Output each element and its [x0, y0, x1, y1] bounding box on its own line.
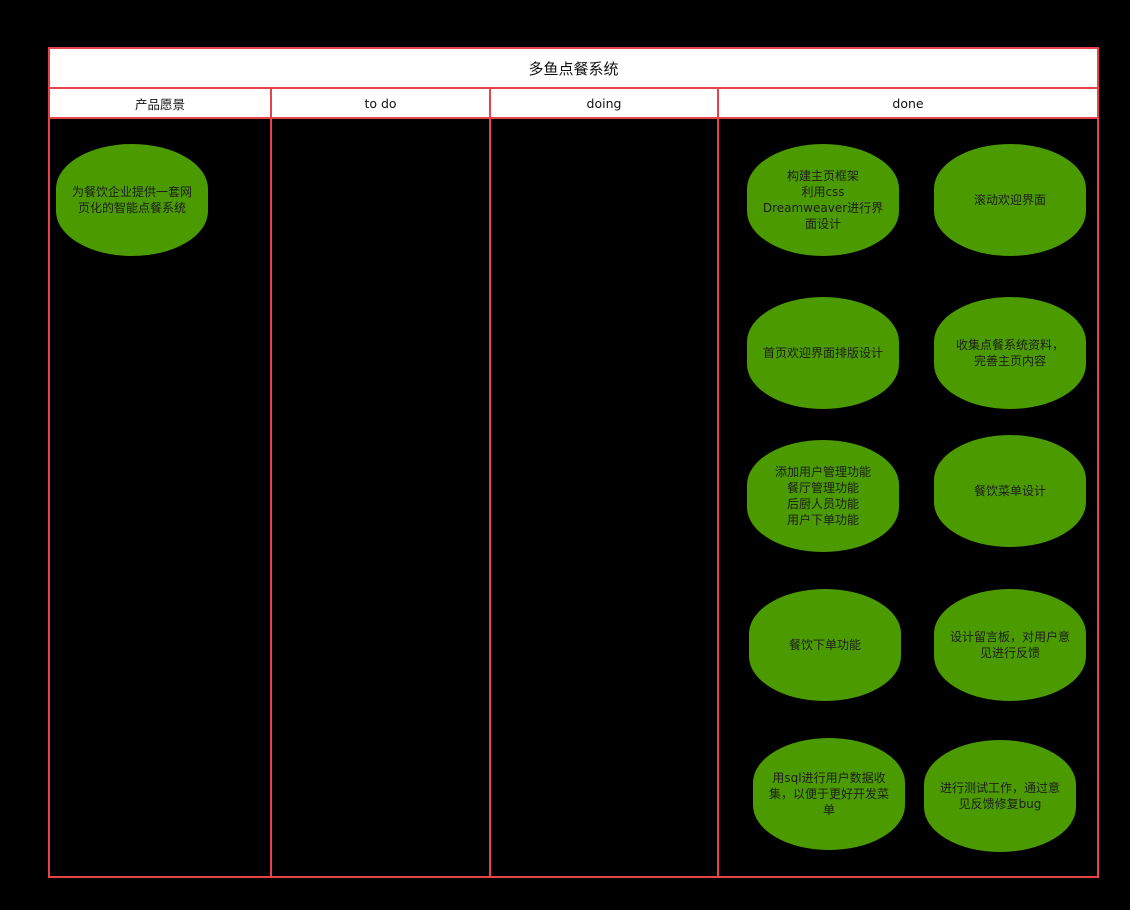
card-done-main-frame[interactable]: 构建主页框架 利用css Dreamweaver进行界 面设计 [747, 144, 899, 256]
column-divider-doing-done [717, 89, 719, 876]
column-header-doing: doing [586, 95, 622, 111]
card-done-scroll-welcome[interactable]: 滚动欢迎界面 [934, 144, 1086, 256]
board-title: 多鱼点餐系统 [50, 49, 1097, 89]
column-divider-todo-doing [489, 89, 491, 876]
card-vision[interactable]: 为餐饮企业提供一套网 页化的智能点餐系统 [56, 144, 208, 256]
column-divider-vision-todo [270, 89, 272, 876]
card-done-message-board[interactable]: 设计留言板，对用户意 见进行反馈 [934, 589, 1086, 701]
card-done-homepage-layout[interactable]: 首页欢迎界面排版设计 [747, 297, 899, 409]
column-header-todo: to do [364, 95, 397, 111]
card-done-menu-design[interactable]: 餐饮菜单设计 [934, 435, 1086, 547]
kanban-board: 多鱼点餐系统 产品愿景 to do doing done 为餐饮企业提供一套网 … [48, 47, 1099, 878]
card-done-sql-data[interactable]: 用sql进行用户数据收 集，以便于更好开发菜 单 [753, 738, 905, 850]
card-done-testing[interactable]: 进行测试工作，通过意 见反馈修复bug [924, 740, 1076, 852]
column-header-done: done [892, 95, 924, 111]
column-header-vision: 产品愿景 [134, 96, 185, 112]
card-done-collect-info[interactable]: 收集点餐系统资料， 完善主页内容 [934, 297, 1086, 409]
card-done-ordering[interactable]: 餐饮下单功能 [749, 589, 901, 701]
column-header-row: 产品愿景 to do doing done [50, 89, 1097, 119]
card-done-user-management[interactable]: 添加用户管理功能 餐厅管理功能 后厨人员功能 用户下单功能 [747, 440, 899, 552]
